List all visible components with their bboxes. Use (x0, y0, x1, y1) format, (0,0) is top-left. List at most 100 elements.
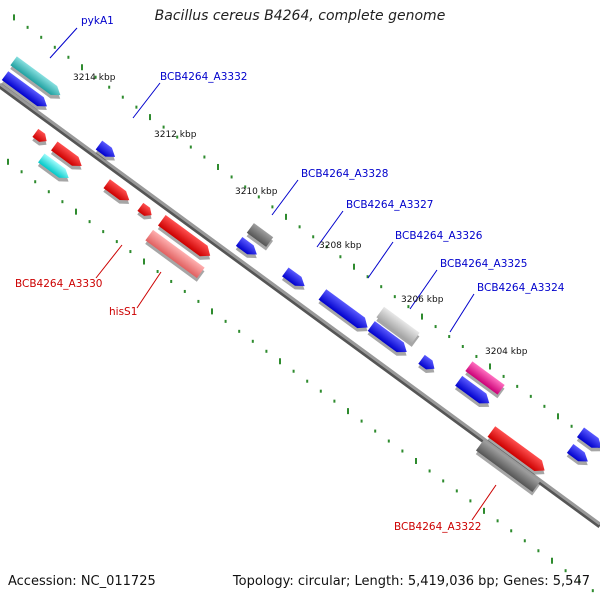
gene-BCB4264_A3322[interactable] (474, 440, 542, 496)
gene-label-BCB4264_A3332[interactable]: BCB4264_A3332 (160, 71, 247, 83)
tick-mark (469, 499, 472, 503)
gene-forward-1[interactable] (0, 71, 52, 114)
tick-mark (333, 399, 336, 403)
tick-mark (197, 299, 200, 303)
gene-reverse-1[interactable] (49, 141, 86, 175)
gene-body (38, 153, 69, 179)
gene-pykA1[interactable] (9, 56, 66, 103)
gene-body (32, 128, 47, 142)
gene-forward-6[interactable] (565, 444, 593, 469)
gene-label-BCB4264_A3330[interactable]: BCB4264_A3330 (15, 278, 102, 290)
gene-body (376, 306, 420, 344)
leader-pykA1 (49, 27, 78, 59)
gene-BCB4264_A3326[interactable] (317, 289, 373, 336)
gene-BCB4264_A3327[interactable] (280, 267, 309, 294)
gene-label-BCB4264_A3322[interactable]: BCB4264_A3322 (394, 521, 481, 533)
gene-BCB4264_A3324[interactable] (417, 354, 440, 377)
gene-magenta[interactable] (464, 361, 507, 399)
tick-mark (551, 557, 553, 564)
tick-mark (129, 250, 132, 254)
gene-body (103, 179, 130, 201)
tick-mark (143, 258, 145, 265)
tick-mark (26, 25, 29, 29)
tick-mark (20, 170, 23, 174)
gene-BCB4264_A3330[interactable] (102, 179, 134, 208)
tick-mark (156, 269, 159, 273)
tick-mark (455, 489, 458, 493)
tick-mark (401, 449, 404, 453)
gene-forward-3[interactable] (366, 321, 412, 360)
tick-mark (7, 158, 9, 165)
gene-BCB4264_A3328[interactable] (245, 223, 275, 251)
gene-reverse-2[interactable] (156, 215, 215, 265)
tick-mark (407, 305, 410, 309)
gene-body (51, 141, 82, 167)
tick-mark (319, 389, 322, 393)
tick-mark (298, 225, 301, 229)
tick-mark (448, 335, 451, 339)
gene-reverse-3[interactable] (486, 426, 550, 479)
gene-body (566, 444, 588, 462)
gene-label-BCB4264_A3327[interactable]: BCB4264_A3327 (346, 199, 433, 211)
tick-mark (251, 339, 254, 343)
gene-body (455, 375, 490, 404)
leader-BCB4264_A3326 (367, 241, 394, 279)
gene-body (246, 223, 274, 247)
leader-hisS1 (136, 271, 162, 309)
gene-labels: pykA1 BCB4264_A3332 BCB4264_A3328 BCB426… (15, 15, 565, 533)
tick-mark (339, 255, 342, 259)
leader-BCB4264_A3330 (95, 244, 123, 279)
tick-mark (442, 479, 445, 483)
tick-mark (40, 35, 43, 39)
gene-reverse-small[interactable] (31, 128, 52, 149)
tick-mark (366, 275, 369, 279)
tick-mark (537, 549, 540, 553)
gene-body (95, 140, 116, 157)
gene-body (235, 237, 257, 255)
tick-mark (578, 579, 581, 583)
gene-forward-2[interactable] (234, 237, 262, 262)
kbp-label-3212: 3212 kbp (154, 130, 197, 140)
tick-mark (183, 289, 186, 293)
gene-BCB4264_A3332[interactable] (94, 140, 120, 165)
tick-mark (461, 345, 464, 349)
tick-mark (108, 85, 111, 89)
gene-body (318, 289, 368, 329)
tick-mark (496, 519, 499, 523)
tick-mark (47, 190, 50, 194)
topology-text: Topology: circular; Length: 5,419,036 bp… (232, 574, 590, 589)
gene-body (465, 361, 505, 395)
gene-body (282, 267, 305, 287)
gene-label-BCB4264_A3326[interactable]: BCB4264_A3326 (395, 230, 483, 242)
tick-mark (393, 295, 396, 299)
label-leaders (49, 27, 497, 521)
leader-BCB4264_A3322 (471, 484, 497, 521)
tick-mark (230, 175, 233, 179)
kbp-labels: 3214 kbp 3212 kbp 3210 kbp 3208 kbp 3206… (73, 73, 528, 357)
gene-body (487, 426, 545, 472)
gene-forward-4[interactable] (453, 375, 494, 412)
tick-mark (203, 155, 206, 159)
gene-label-BCB4264_A3325[interactable]: BCB4264_A3325 (440, 258, 527, 270)
tick-mark (523, 539, 526, 543)
gene-cyan[interactable] (36, 153, 73, 187)
tick-mark (67, 55, 70, 59)
gene-forward-5[interactable] (575, 427, 600, 456)
tick-mark (115, 240, 118, 244)
leader-BCB4264_A3327 (316, 210, 344, 248)
gene-label-BCB4264_A3328[interactable]: BCB4264_A3328 (301, 168, 388, 180)
tick-mark (489, 363, 491, 370)
gene-reverse-small-2[interactable] (136, 202, 157, 223)
tick-mark (81, 64, 83, 71)
tick-mark (135, 105, 138, 109)
gene-label-pykA1[interactable]: pykA1 (81, 15, 114, 27)
gene-features (0, 56, 600, 496)
gene-BCB4264_A3325[interactable] (375, 306, 422, 347)
leader-BCB4264_A3325 (409, 269, 438, 310)
gene-hisS1[interactable] (144, 229, 207, 282)
gene-label-hisS1[interactable]: hisS1 (109, 306, 137, 318)
tick-mark (279, 358, 281, 365)
gene-label-BCB4264_A3324[interactable]: BCB4264_A3324 (477, 282, 565, 294)
tick-mark (529, 394, 532, 398)
